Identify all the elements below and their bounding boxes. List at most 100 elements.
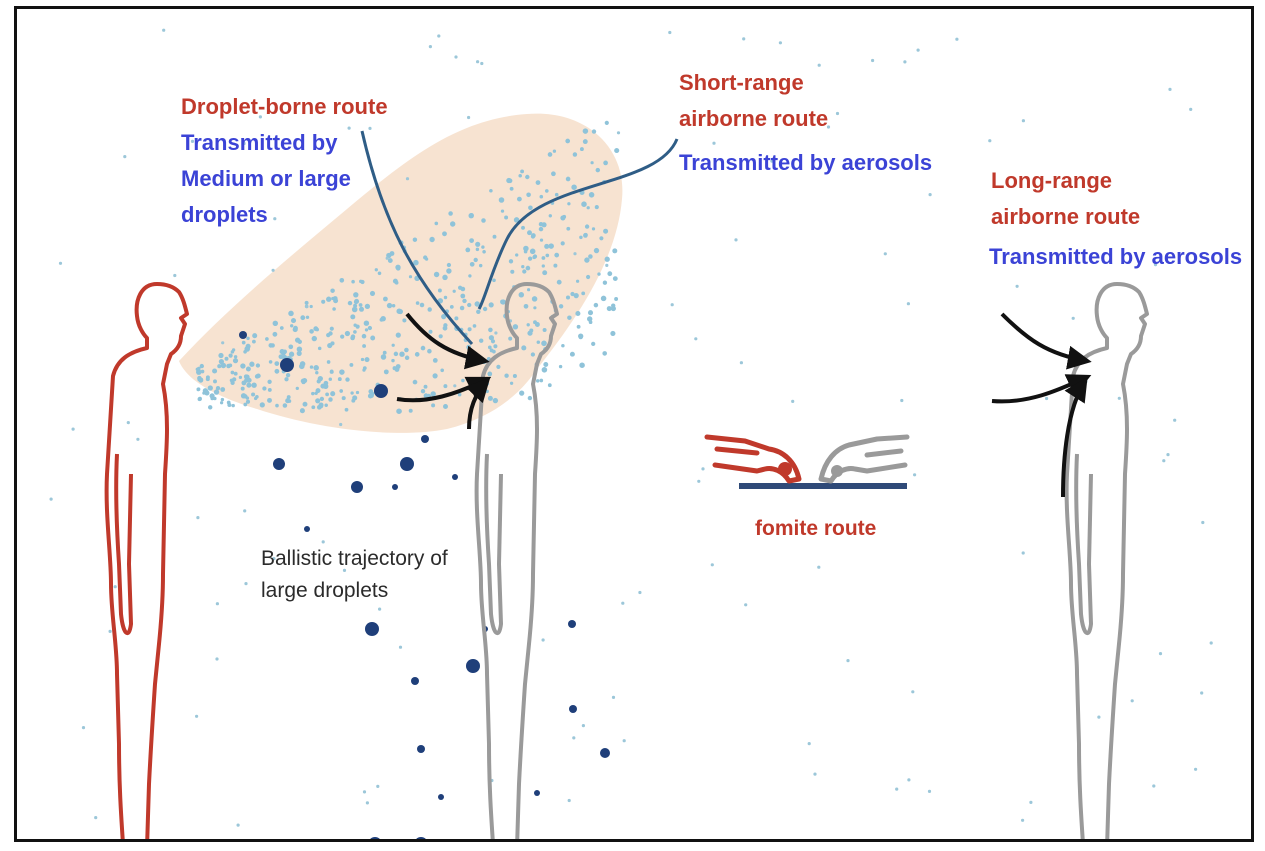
- aerosol-dot: [345, 377, 349, 381]
- aerosol-dot: [402, 318, 406, 322]
- ambient-dot: [1021, 819, 1024, 822]
- aerosol-dot: [360, 280, 364, 284]
- aerosol-dot: [275, 404, 279, 408]
- ambient-dot: [568, 799, 571, 802]
- aerosol-dot: [361, 358, 364, 361]
- ambient-dot: [476, 60, 479, 63]
- aerosol-dot: [540, 238, 543, 241]
- aerosol-dot: [226, 364, 230, 368]
- ambient-dot: [1097, 716, 1100, 719]
- aerosol-dot: [525, 175, 529, 179]
- aerosol-dot: [460, 306, 465, 311]
- aerosol-dot: [252, 333, 257, 338]
- aerosol-dot: [485, 390, 488, 393]
- large-droplet: [600, 748, 610, 758]
- aerosol-dot: [216, 386, 220, 390]
- aerosol-dot: [548, 243, 553, 248]
- aerosol-dot: [479, 264, 482, 267]
- aerosol-dot: [530, 249, 536, 255]
- aerosol-dot: [431, 403, 435, 407]
- aerosol-dot: [350, 314, 355, 319]
- droplet-transmitted-line-1: Transmitted by: [181, 129, 337, 157]
- aerosol-dot: [231, 371, 235, 375]
- aerosol-dot: [331, 297, 334, 300]
- ambient-dot: [711, 563, 714, 566]
- droplet-transmitted-line-2: Medium or large: [181, 165, 351, 193]
- aerosol-dot: [433, 358, 438, 363]
- aerosol-dot: [561, 344, 564, 347]
- aerosol-dot: [440, 368, 444, 372]
- ambient-dot: [929, 193, 932, 196]
- ambient-dot: [123, 155, 126, 158]
- aerosol-dot: [551, 171, 556, 176]
- aerosol-dot: [241, 387, 245, 391]
- aerosol-dot: [587, 316, 592, 321]
- ambient-dot: [480, 62, 483, 65]
- aerosol-dot: [438, 289, 442, 293]
- aerosol-dot: [535, 322, 540, 327]
- aerosol-dot: [508, 337, 512, 341]
- aerosol-dot: [607, 306, 612, 311]
- aerosol-dot: [396, 308, 402, 314]
- aerosol-dot: [244, 374, 248, 378]
- aerosol-dot: [488, 328, 493, 333]
- aerosol-dot: [577, 325, 581, 329]
- aerosol-dot: [269, 360, 273, 364]
- ambient-dot: [900, 399, 903, 402]
- ambient-dot: [386, 257, 389, 260]
- arrow-long-range-top: [1002, 314, 1087, 361]
- aerosol-dot: [579, 335, 583, 339]
- aerosol-dot: [274, 361, 279, 366]
- aerosol-dot: [311, 405, 315, 409]
- aerosol-dot: [504, 374, 508, 378]
- aerosol-dot: [267, 380, 271, 384]
- aerosol-dot: [448, 211, 453, 216]
- aerosol-dot: [326, 297, 331, 302]
- aerosol-dot: [580, 147, 584, 151]
- aerosol-dot: [204, 390, 209, 395]
- far-receiver-person-icon: [1067, 284, 1147, 842]
- long-range-title-line-1: Long-range: [991, 167, 1112, 195]
- aerosol-dot: [314, 392, 317, 395]
- aerosol-dot: [311, 392, 314, 395]
- aerosol-dot: [395, 281, 399, 285]
- aerosol-dot: [233, 358, 238, 363]
- aerosol-dot: [524, 304, 529, 309]
- aerosol-dot: [383, 297, 388, 302]
- aerosol-dot: [370, 291, 375, 296]
- aerosol-dot: [392, 344, 395, 347]
- ambient-dot: [1016, 285, 1019, 288]
- aerosol-dot: [398, 409, 402, 413]
- aerosol-dot: [539, 379, 543, 383]
- aerosol-dot: [527, 230, 532, 235]
- aerosol-dot: [439, 334, 443, 338]
- ambient-dot: [1173, 419, 1176, 422]
- aerosol-dot: [488, 396, 493, 401]
- ambient-dot: [368, 127, 371, 130]
- large-droplet: [400, 457, 414, 471]
- aerosol-dot: [474, 258, 478, 262]
- diagram-frame: Droplet-borne route Transmitted by Mediu…: [14, 6, 1254, 842]
- ambient-dot: [1210, 641, 1213, 644]
- aerosol-dot: [212, 368, 217, 373]
- aerosol-dot: [392, 304, 395, 307]
- aerosol-dot: [579, 362, 585, 368]
- ambient-dot: [813, 773, 816, 776]
- aerosol-dot: [476, 310, 480, 314]
- ambient-dot: [913, 473, 916, 476]
- aerosol-dot: [613, 276, 618, 281]
- aerosol-dot: [496, 365, 500, 369]
- aerosol-dot: [234, 355, 237, 358]
- aerosol-dot: [359, 307, 364, 312]
- aerosol-dot: [429, 237, 434, 242]
- aerosol-dot: [540, 195, 544, 199]
- aerosol-dot: [198, 397, 202, 401]
- aerosol-dot: [454, 316, 458, 320]
- aerosol-dot: [288, 311, 294, 317]
- aerosol-dot: [242, 341, 246, 345]
- large-droplet: [452, 474, 458, 480]
- aerosol-dot: [528, 396, 532, 400]
- aerosol-dot: [460, 294, 465, 299]
- aerosol-dot: [481, 245, 484, 248]
- aerosol-dot: [513, 374, 517, 378]
